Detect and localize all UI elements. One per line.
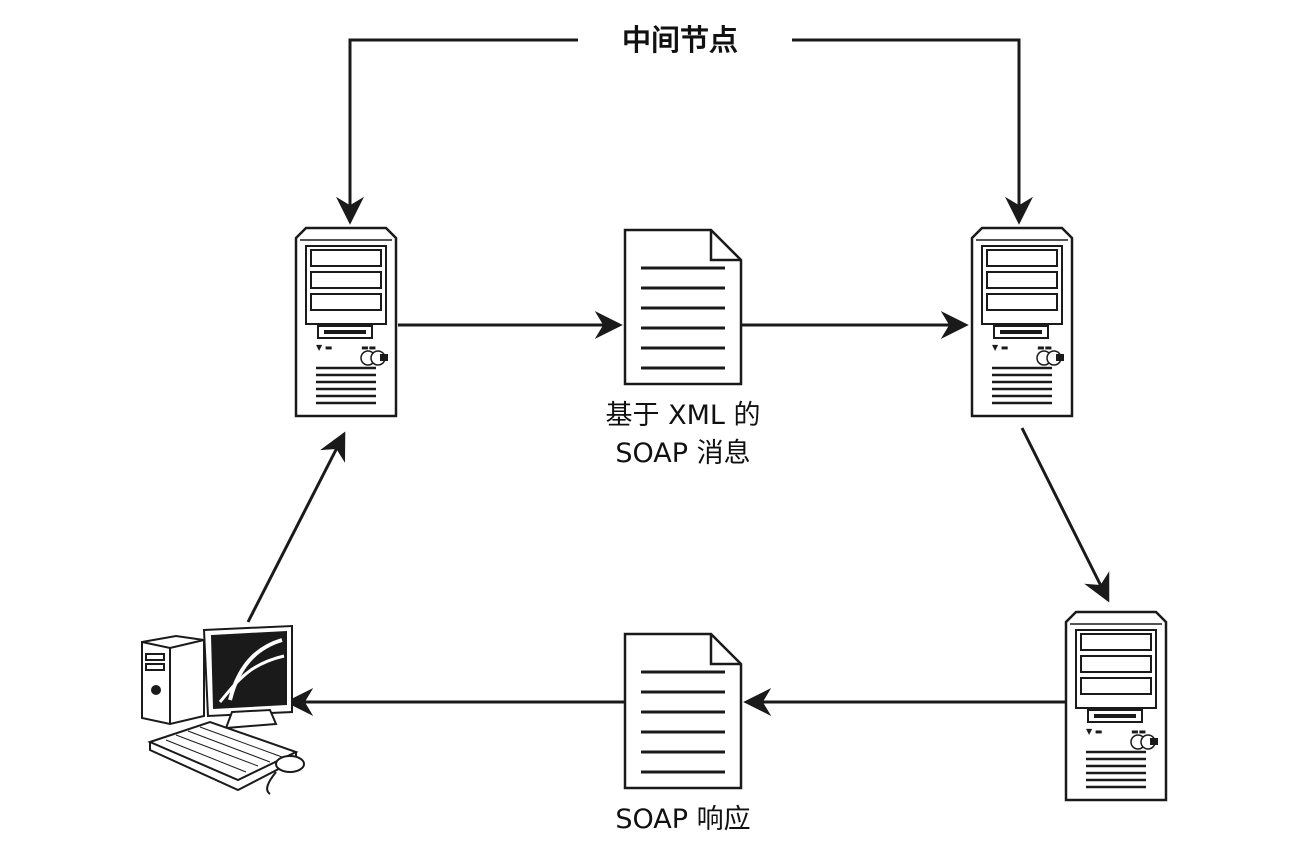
server-icon — [970, 226, 1074, 418]
arrow-top-right — [792, 38, 1033, 225]
response-label: SOAP 响应 — [615, 804, 750, 835]
server-icon — [1064, 610, 1168, 802]
document-icon — [623, 632, 743, 790]
desktop-computer-icon — [141, 624, 305, 795]
server-icon — [294, 226, 398, 418]
arrow-top-left — [336, 38, 578, 225]
arrow-server-to-responder — [1020, 427, 1110, 603]
request-label-line1: 基于 XML 的 — [606, 400, 761, 431]
request-label-line2: SOAP 消息 — [615, 438, 750, 469]
document-icon — [623, 228, 743, 386]
arrow-client-to-server — [246, 431, 346, 623]
intermediate-node-label: 中间节点 — [622, 23, 738, 57]
